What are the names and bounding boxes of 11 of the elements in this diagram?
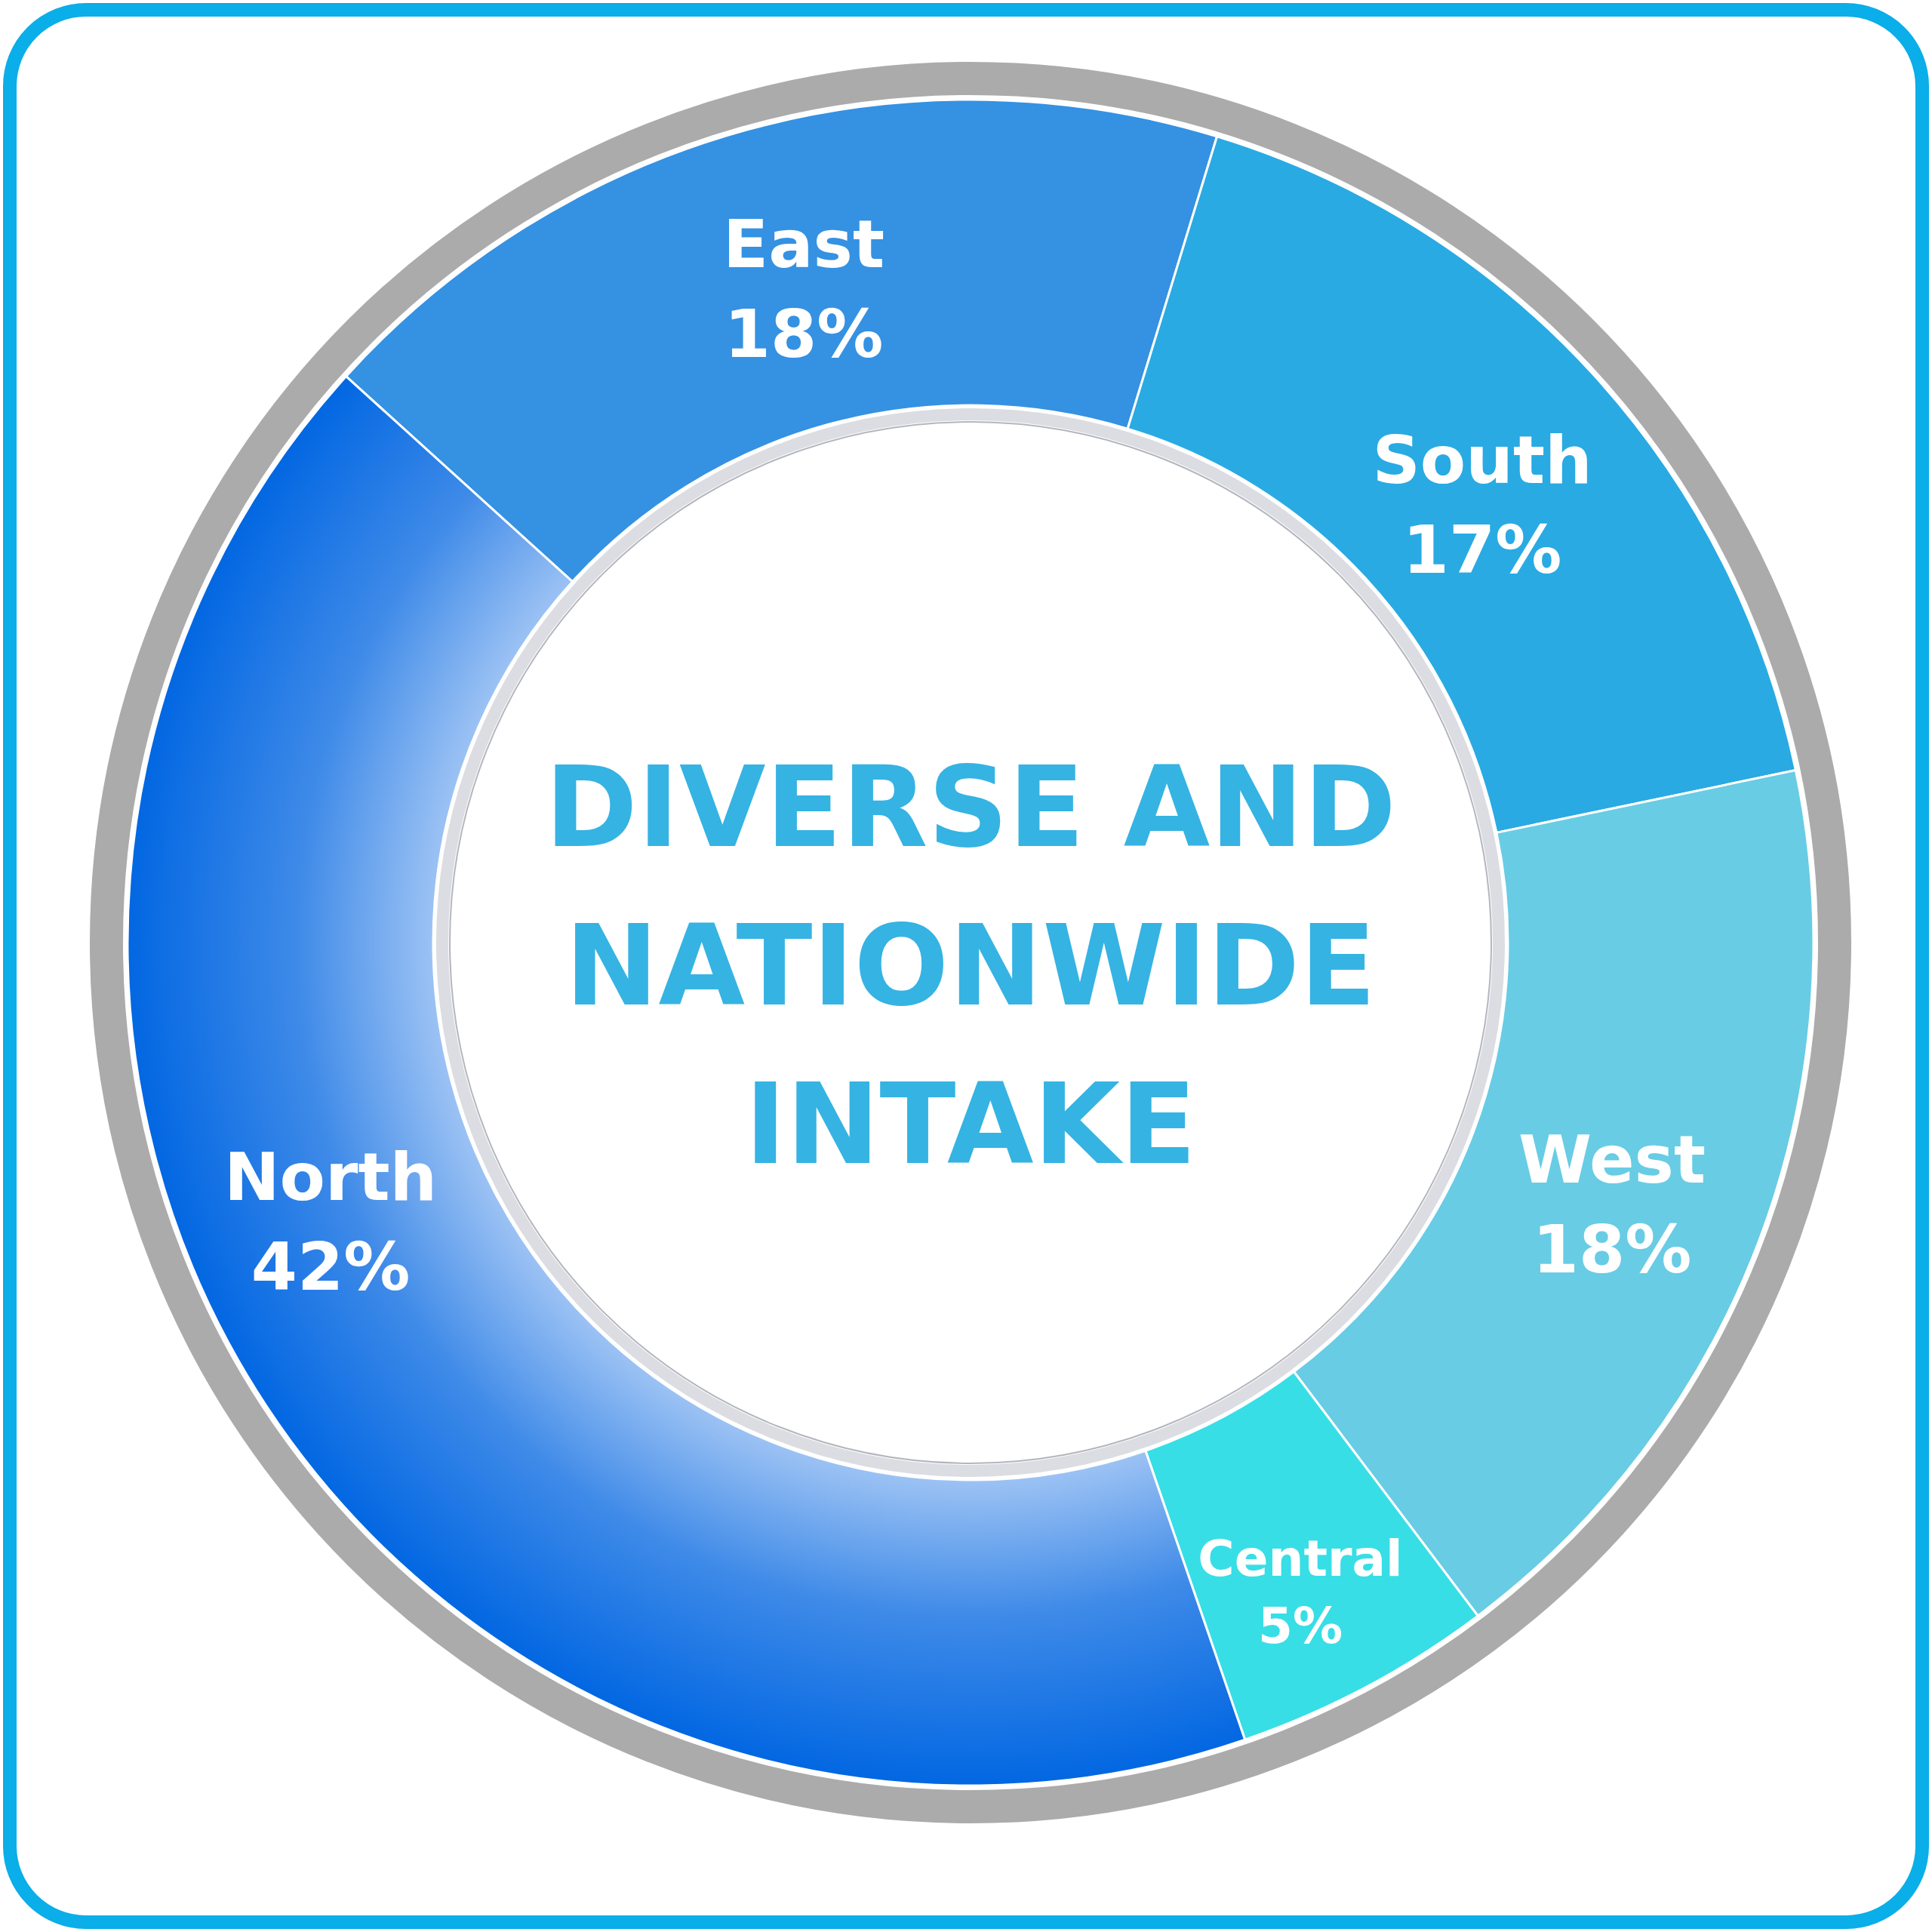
value-label: 18% [1532,1210,1692,1290]
value-label: 18% [724,294,884,374]
category-label: West [1518,1120,1706,1201]
category-label: North [223,1137,438,1218]
category-label: Central [1198,1528,1403,1589]
value-label: 42% [251,1227,411,1307]
value-label: 17% [1402,510,1562,590]
category-label: East [723,205,884,285]
category-label: South [1372,420,1592,501]
center-title: DIVERSE AND NATIONWIDE INTAKE [544,741,1397,1192]
value-label: 5% [1257,1596,1343,1657]
